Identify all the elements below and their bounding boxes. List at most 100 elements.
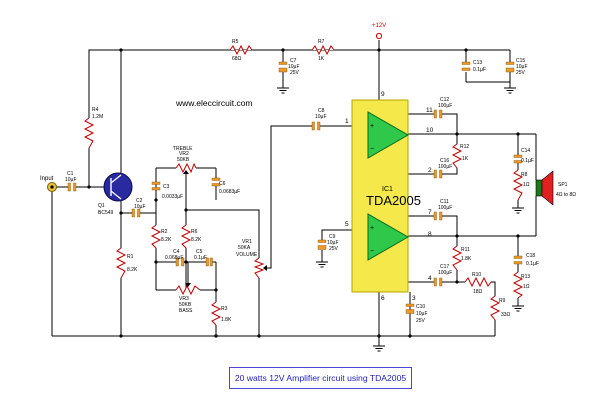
pin-3: 3: [412, 295, 416, 302]
c15-voltage: 25V: [516, 70, 526, 76]
r5-ref: R5: [232, 39, 239, 45]
opamp-a-minus: −: [370, 146, 374, 153]
pin-10: 10: [426, 127, 434, 134]
capacitor-c1-icon: [67, 182, 71, 192]
ground-icon: [316, 261, 328, 268]
speaker-magnet-icon: [535, 179, 543, 197]
supply-label: +12V: [372, 23, 386, 29]
r11-ref: R11: [461, 247, 470, 253]
resistor-r2-icon: [150, 224, 162, 249]
c17-ref: C17: [440, 264, 449, 270]
r3-value: 1.8K: [221, 317, 232, 323]
sp1-value: 4Ω to 8Ω: [556, 192, 576, 198]
sp1-ref: SP1: [558, 182, 568, 188]
c18-ref: C18: [526, 253, 535, 259]
resistor-r3-icon: [210, 301, 222, 326]
input-label: Input: [40, 176, 54, 182]
r2-value: 8.2K: [161, 237, 172, 243]
c6-ref: C6: [219, 181, 226, 187]
r6-ref: R6: [191, 229, 198, 235]
pin-9: 9: [381, 91, 385, 98]
c9-voltage: 25V: [329, 246, 339, 252]
capacitor-c12-icon: [433, 109, 437, 119]
pot-vr3-icon: [175, 284, 201, 296]
c16-value: 100µF: [438, 164, 452, 170]
resistors: R5 68Ω R7 1K R4 1.2M R1 8.2K R2 8.2K R6 …: [83, 39, 530, 326]
c11-value: 100µF: [438, 205, 452, 211]
opamp-a-plus: +: [370, 123, 374, 130]
r10-value: 18Ω: [473, 289, 483, 295]
pin-5: 5: [345, 221, 349, 228]
ground-icon: [512, 207, 524, 214]
c9-value: 10µF: [327, 240, 339, 246]
resistor-r1-icon: [115, 247, 127, 279]
capacitor-c8-icon: [311, 121, 315, 131]
c14-ref: C14: [521, 148, 530, 154]
ground-icon: [512, 305, 524, 312]
capacitor-c17-icon: [433, 277, 437, 287]
resistor-r10-icon: [464, 276, 492, 288]
r11-value: 1.8K: [461, 256, 472, 262]
resistor-r11-icon: [451, 245, 463, 271]
c17-value: 100µF: [438, 270, 452, 276]
input-jack-pin-icon: [50, 185, 54, 189]
c8-ref: C8: [318, 108, 325, 114]
resistor-r9-icon: [489, 295, 501, 321]
pin-7: 7: [428, 209, 432, 216]
pin-11: 11: [426, 107, 433, 114]
c15-ref: C15: [516, 58, 525, 64]
capacitor-c4-icon: [175, 257, 179, 267]
vr2-name: TREBLE: [173, 146, 193, 152]
c6-value: 0.0683µF: [219, 189, 240, 195]
junction-dots: [87, 48, 520, 338]
capacitor-c18-icon: [513, 255, 523, 259]
supply-terminal-icon: [375, 32, 383, 40]
capacitor-c10-icon: [405, 303, 415, 307]
r12-ref: R12: [460, 144, 469, 150]
c11-ref: C11: [440, 199, 449, 205]
capacitor-c3-icon: [151, 181, 161, 185]
r5-value: 68Ω: [232, 56, 242, 62]
pot-vr2-icon: [175, 162, 197, 174]
pot-vr1-icon: [253, 257, 265, 279]
resistor-r4-icon: [83, 117, 95, 149]
resistor-r8-icon: [512, 169, 524, 201]
capacitor-c9-icon: [317, 239, 327, 243]
speaker-sp1: SP1 4Ω to 8Ω: [535, 170, 576, 206]
capacitor-c5-icon: [205, 257, 209, 267]
c9-ref: C9: [329, 234, 336, 240]
resistor-r7-icon: [311, 44, 335, 56]
r6-value: 8.2K: [191, 237, 202, 243]
ic-part: TDA2005: [366, 193, 421, 208]
c13-ref: C13: [473, 60, 482, 66]
vr2-value: 50KB: [177, 157, 190, 163]
vr2-ref: VR2: [179, 151, 189, 157]
c3-value: 0.0033µF: [162, 194, 183, 200]
c18-value: 0.1µF: [526, 261, 539, 267]
supply-terminal: +12V: [372, 23, 386, 40]
c10-voltage: 25V: [416, 318, 426, 324]
ground-symbols: [277, 87, 524, 352]
potentiometers: TREBLE VR2 50KB VR3 50KB BASS VR1 50KA V…: [173, 146, 267, 314]
c4-ref: C4: [173, 249, 180, 255]
ic-tda2005: + − + − IC1 TDA2005 1 2 3 4 5 6 7 8 9 10…: [345, 91, 434, 302]
ground-icon: [504, 87, 516, 94]
c4-value: 0.068µF: [165, 255, 183, 261]
speaker-cone-icon: [541, 170, 554, 206]
diagram-caption: 20 watts 12V Amplifier circuit using TDA…: [229, 367, 412, 389]
c14-value: 0.1µF: [521, 158, 534, 164]
r9-ref: R9: [499, 298, 506, 304]
c7-ref: C7: [290, 58, 297, 64]
c2-value: 10µF: [134, 204, 146, 210]
r13-ref: R13: [521, 274, 530, 280]
amplifier-b-triangle: [367, 213, 410, 261]
c1-value: 10µF: [65, 177, 77, 183]
vr3-value: 50KB: [179, 302, 192, 308]
resistor-r13-icon: [512, 271, 524, 299]
capacitor-c7-icon: [278, 61, 288, 65]
c1-ref: C1: [67, 171, 74, 177]
pin-4: 4: [428, 275, 432, 282]
c7-voltage: 25V: [290, 70, 300, 76]
vr1-ref: VR1: [242, 239, 252, 245]
